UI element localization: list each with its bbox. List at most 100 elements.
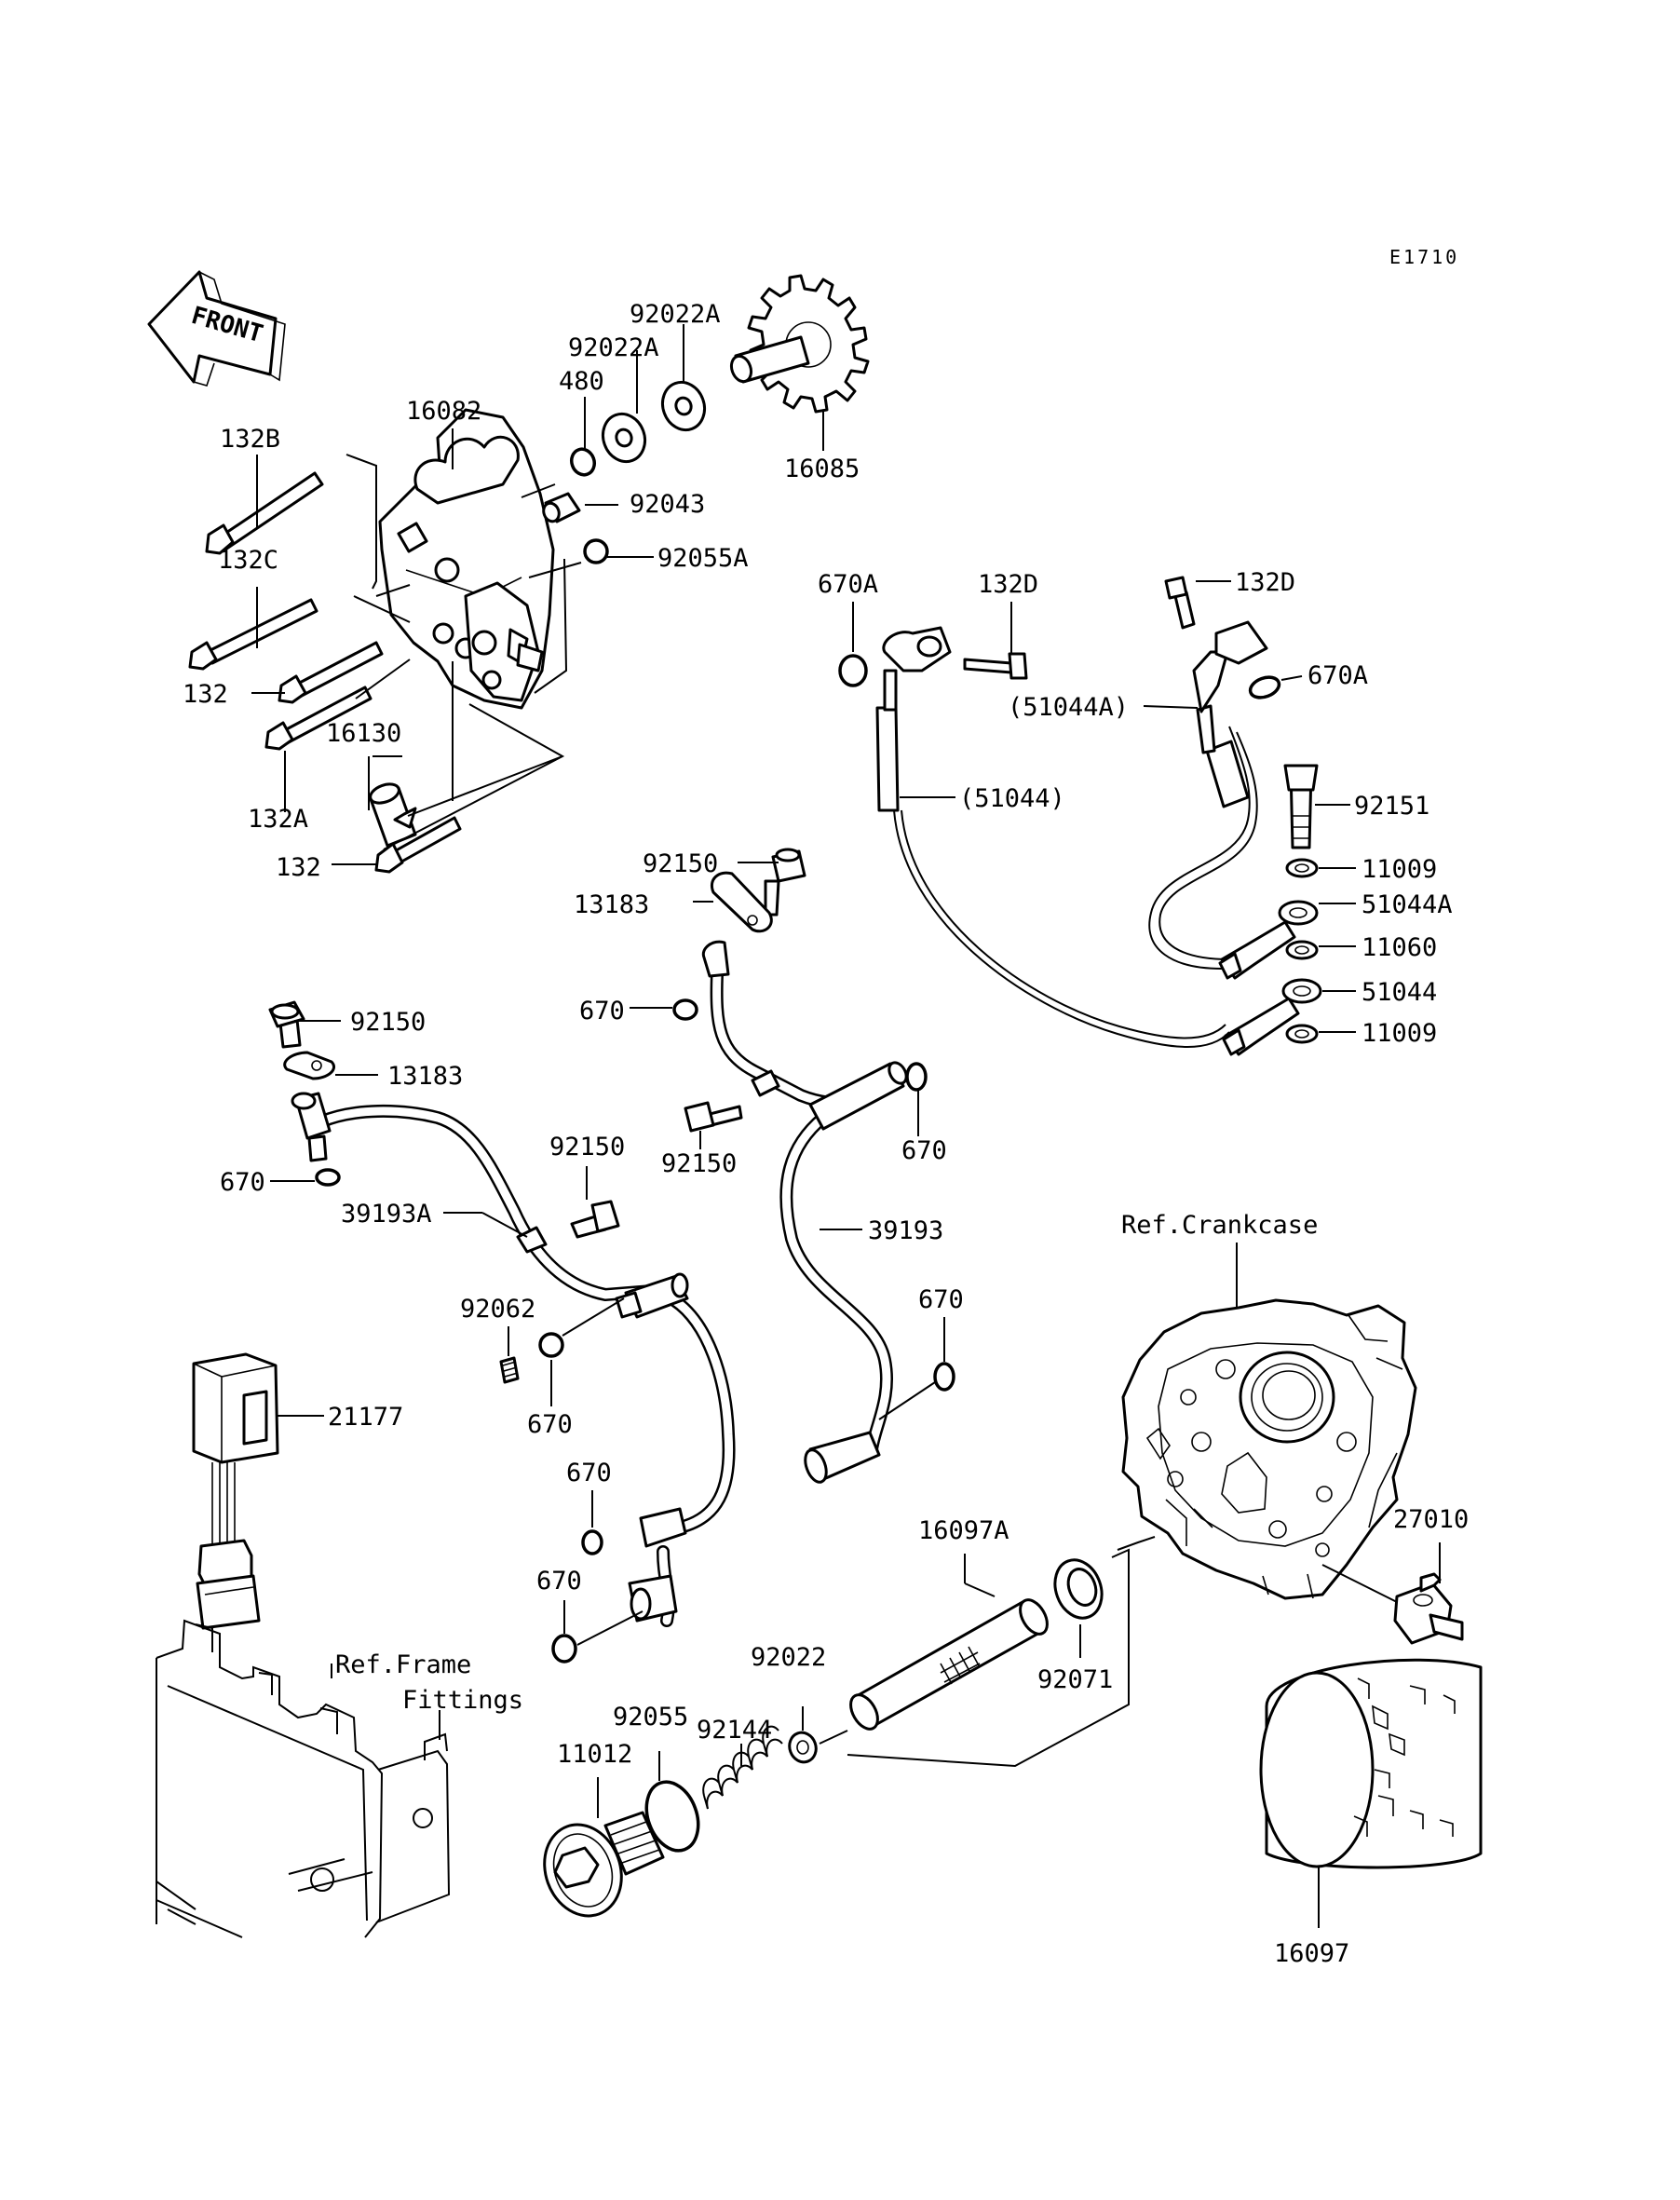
banjo-51044 <box>1222 978 1322 1056</box>
spring-92144 <box>702 1725 783 1810</box>
label-16097: 16097 <box>1274 1939 1349 1968</box>
label-92151: 92151 <box>1354 792 1429 821</box>
leader-lines-pump <box>251 324 824 865</box>
label-132b: 132B <box>220 425 280 454</box>
label-ref-frame: Ref.Frame <box>335 1650 471 1679</box>
sleeve-16130 <box>369 782 417 848</box>
o-ring-670-b <box>551 1634 577 1664</box>
label-92022a: 92022A <box>568 333 659 362</box>
label-16097a: 16097A <box>918 1516 1009 1545</box>
label-92022a-top: 92022A <box>630 300 721 329</box>
label-132: 132 <box>183 680 228 709</box>
label-92071: 92071 <box>1037 1665 1113 1694</box>
leader-lines-27010 <box>1321 1542 1441 1603</box>
label-51044: 51044 <box>1362 978 1437 1007</box>
label-670-right: 670 <box>901 1136 947 1165</box>
label-39193: 39193 <box>868 1216 943 1245</box>
leader-lines-hose <box>852 580 1356 1033</box>
label-92150-center: 92150 <box>549 1133 625 1161</box>
o-ring-670-right <box>905 1062 928 1092</box>
bolt-92150-mid-low <box>684 1101 743 1133</box>
plate-13183-mid <box>711 871 773 933</box>
label-92144: 92144 <box>697 1716 772 1745</box>
label-92055: 92055 <box>613 1703 688 1731</box>
bolt-132d-left <box>963 652 1028 680</box>
leader-lines-pipe-39193 <box>630 862 945 1420</box>
strainer-16097a <box>849 1598 1049 1731</box>
bolt-132 <box>278 641 384 704</box>
label-132d-left: 132D <box>978 570 1038 599</box>
bolt-132-lower <box>374 816 462 874</box>
label-16082: 16082 <box>406 397 481 426</box>
bolt-132b <box>205 471 324 555</box>
label-13183-mid: 13183 <box>574 890 649 919</box>
oil-filter-16097 <box>1259 1658 1483 1869</box>
diagram-code: E1710 <box>1389 246 1459 268</box>
o-ring-670a-right <box>1248 675 1281 699</box>
washer-92022 <box>788 1731 818 1764</box>
bolt-92150-mid <box>764 848 806 917</box>
o-ring-670-left <box>315 1168 341 1187</box>
frame-fitting-bracket <box>156 1619 451 1938</box>
label-92150-left: 92150 <box>350 1008 426 1037</box>
set-screw-92062 <box>499 1356 520 1384</box>
leader-lines-left-bottom <box>276 1415 440 1740</box>
label-51044-paren: (51044) <box>959 784 1065 813</box>
label-132a: 132A <box>248 805 308 834</box>
leader-lines-pipe-39193a <box>270 1020 644 1646</box>
label-92150-mid: 92150 <box>643 849 718 878</box>
label-21177: 21177 <box>328 1403 403 1432</box>
label-670a-right: 670A <box>1307 661 1368 690</box>
label-670a-left: 670A <box>818 570 878 599</box>
circlip-480 <box>569 447 597 477</box>
label-16085: 16085 <box>784 455 860 483</box>
o-ring-670-right-low <box>933 1362 955 1392</box>
label-670-mid: 670 <box>579 997 625 1025</box>
o-ring-670-mid <box>672 998 698 1021</box>
washer-92022a-inner <box>601 412 647 464</box>
label-670-a: 670 <box>566 1459 612 1487</box>
washer-11009-bottom <box>1285 1024 1319 1044</box>
label-11009-bottom: 11009 <box>1362 1019 1437 1048</box>
label-92022: 92022 <box>751 1643 826 1672</box>
drain-plug-11012 <box>543 1811 665 1918</box>
bolt-132d-right <box>1164 576 1196 630</box>
label-13183-left: 13183 <box>387 1062 463 1091</box>
bolt-92150-center <box>570 1200 620 1239</box>
washer-92022a-outer <box>660 380 707 432</box>
oil-hose-51044a <box>1148 620 1268 970</box>
banjo-51044a <box>1218 900 1319 980</box>
bolt-92150-left <box>268 1000 305 1049</box>
plate-13183-left <box>283 1051 335 1080</box>
o-ring-92055 <box>644 1780 700 1853</box>
banjo-bolt-92151 <box>1283 764 1319 849</box>
leader-lines-filter-parts <box>597 1536 1156 1818</box>
label-670-b: 670 <box>536 1567 582 1596</box>
front-arrow-icon: FRONT <box>147 270 286 387</box>
label-fittings: Fittings <box>402 1686 523 1715</box>
label-92150-mid-low: 92150 <box>661 1149 737 1178</box>
sensor-21177 <box>192 1352 279 1630</box>
oil-pressure-switch-27010 <box>1393 1572 1464 1645</box>
label-132d-right: 132D <box>1235 568 1295 597</box>
oil-seal-92071 <box>1053 1558 1104 1620</box>
pin-92043 <box>542 492 581 523</box>
part-labels: 92022A 92022A 480 16082 132B 92043 16085… <box>183 300 1469 1968</box>
label-51044a: 51044A <box>1362 890 1453 919</box>
oil-pump-body <box>378 408 555 710</box>
label-51044a-paren: (51044A) <box>1008 693 1129 722</box>
crankcase-ref <box>1121 1298 1417 1600</box>
label-ref-crankcase: Ref.Crankcase <box>1121 1211 1318 1240</box>
label-11009-top: 11009 <box>1362 855 1437 884</box>
oil-pipe-39193a <box>291 1092 736 1627</box>
label-480: 480 <box>559 367 604 396</box>
label-11012: 11012 <box>557 1740 632 1769</box>
bolt-132c <box>188 598 318 671</box>
o-ring-670-center <box>538 1332 564 1358</box>
label-27010: 27010 <box>1393 1505 1469 1534</box>
oil-hose-51044 <box>875 626 1230 1048</box>
label-92062: 92062 <box>460 1295 535 1324</box>
washer-11009-top <box>1285 858 1319 878</box>
label-670-center: 670 <box>527 1410 573 1439</box>
